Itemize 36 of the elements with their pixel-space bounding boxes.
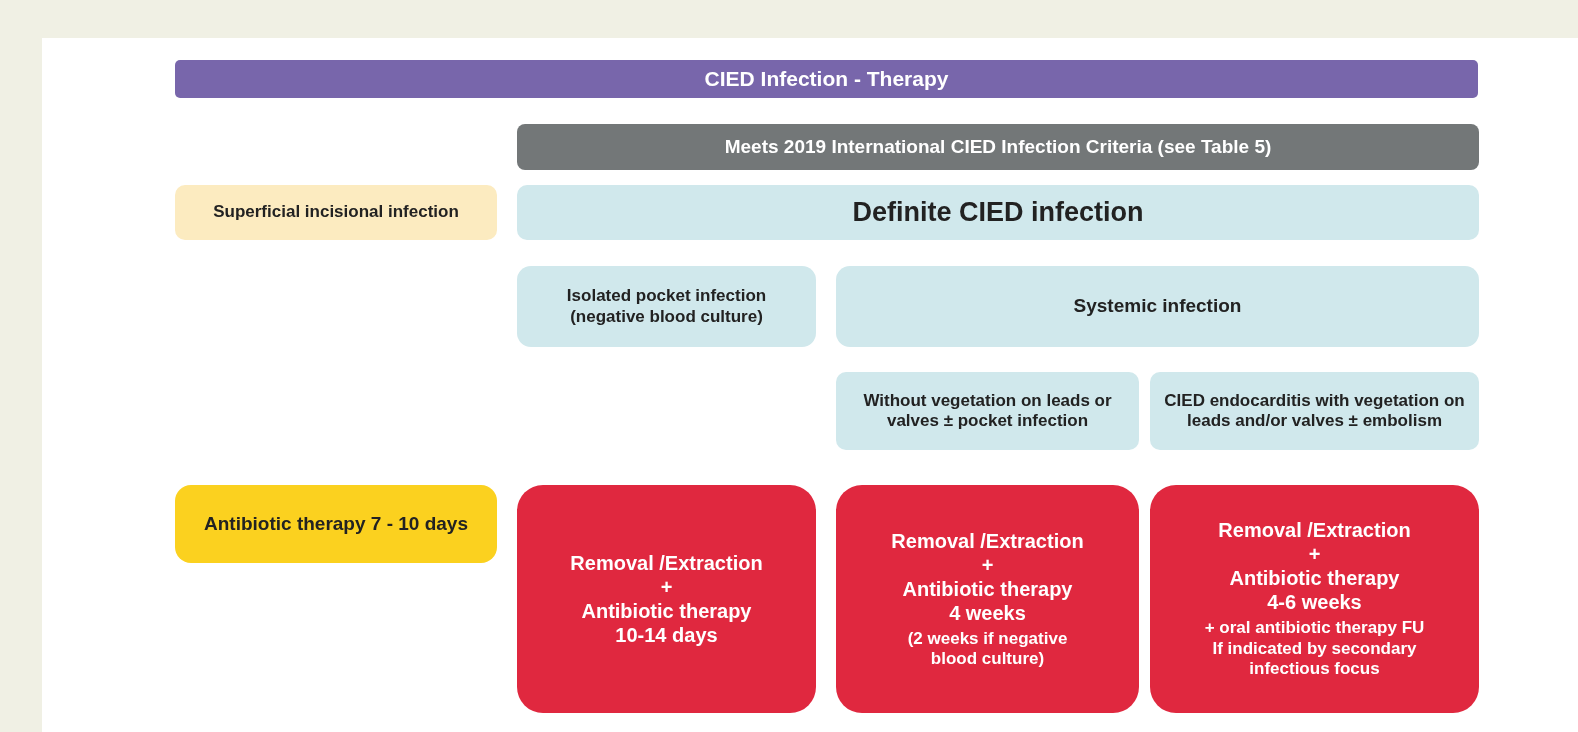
category-box [836,266,1479,347]
node-text: If indicated by secondary infectious focus [1211,638,1418,680]
node-text: + oral antibiotic therapy FU [1204,618,1425,639]
node-text: Meets 2019 International CIED Infection Criteria (see Table 5) [724,135,1272,159]
node-text: Antibiotic therapy 7 - 10 days [204,512,468,536]
node-text: Removal /Extraction [1218,518,1411,543]
category-box [517,185,1479,240]
criteria-bar [517,124,1479,170]
node-text: CIED Infection - Therapy [704,66,949,92]
node-text: Removal /Extraction [570,551,763,575]
category-box [836,372,1139,450]
node-text: (2 weeks if negative blood culture) [906,628,1069,670]
node-text: Antibiotic therapy [902,576,1073,601]
node-text: CIED endocarditis with vegetation on leads and/or valves ± embolism [1164,390,1465,432]
therapy-box [1150,485,1479,713]
node-text: Systemic infection [1073,295,1242,318]
node-text: Antibiotic therapy [581,599,752,623]
node-text: Without vegetation on leads or valves ± pocket infection [862,390,1113,432]
category-box [517,266,816,347]
node-text: Definite CIED infection [852,196,1144,229]
node-text: 10-14 days [615,623,718,647]
node-text: Isolated pocket infection (negative blood culture) [565,286,768,327]
category-box [1150,372,1479,450]
category-box [175,185,497,240]
node-text: + [1308,542,1321,567]
node-text: 4-6 weeks [1267,590,1362,615]
node-text: + [981,552,994,577]
node-text: Antibiotic therapy [1229,566,1400,591]
therapy-box [175,485,497,563]
therapy-box [836,485,1139,713]
node-text: + [660,575,673,599]
title-bar [175,60,1478,98]
node-text: Removal /Extraction [891,528,1084,553]
node-text: Superficial incisional infection [213,202,459,223]
node-text: 4 weeks [949,600,1026,625]
therapy-box [517,485,816,713]
